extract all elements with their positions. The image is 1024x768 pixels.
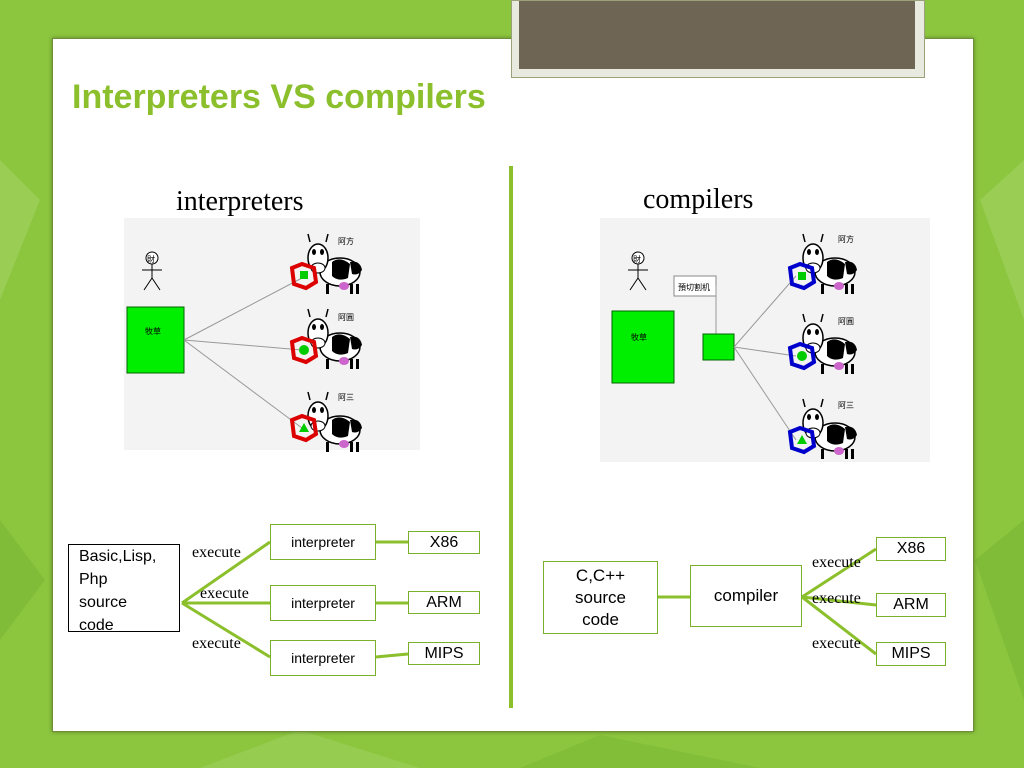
interpreter-source-box: Basic,Lisp, Php source code bbox=[68, 544, 180, 634]
target-arm: ARM bbox=[876, 593, 946, 617]
execute-label: execute bbox=[812, 590, 861, 607]
grass-block bbox=[611, 310, 675, 384]
slide-title: Interpreters VS compilers bbox=[72, 78, 486, 116]
cow-label: 阿三 bbox=[338, 393, 354, 402]
farmer-label: 財 bbox=[147, 255, 155, 264]
grass-label: 牧草 bbox=[631, 333, 647, 342]
target-x86: X86 bbox=[876, 537, 946, 561]
cow-label: 阿方 bbox=[338, 237, 354, 246]
execute-label: execute bbox=[192, 544, 241, 561]
column-divider bbox=[509, 166, 513, 708]
interpreter-illustration bbox=[124, 218, 420, 453]
machine-label: 預切割机 bbox=[678, 283, 710, 292]
cut-grass-block bbox=[702, 333, 735, 361]
interpreter-box: interpreter bbox=[270, 640, 376, 676]
compiler-flow-lines bbox=[658, 547, 877, 656]
compiler-source-box: C,C++ source code bbox=[543, 561, 658, 634]
header-tab bbox=[511, 0, 925, 78]
interpreter-box: interpreter bbox=[270, 524, 376, 560]
interpreter-box: interpreter bbox=[270, 585, 376, 621]
cow-label: 阿圓 bbox=[338, 313, 354, 322]
compiler-illustration bbox=[600, 218, 930, 462]
target-arm: ARM bbox=[408, 591, 480, 614]
compilers-heading: compilers bbox=[643, 184, 754, 215]
execute-label: execute bbox=[200, 585, 249, 602]
header-tab-fill bbox=[519, 1, 915, 69]
interpreter-flow-lines bbox=[181, 540, 409, 659]
compiler-box: compiler bbox=[690, 565, 802, 627]
target-mips: MIPS bbox=[408, 642, 480, 665]
cow-label: 阿圓 bbox=[838, 317, 854, 326]
grass-label: 牧草 bbox=[145, 327, 161, 336]
farmer-label: 財 bbox=[633, 255, 641, 264]
cow-label: 阿三 bbox=[838, 401, 854, 410]
execute-label: execute bbox=[192, 635, 241, 652]
target-mips: MIPS bbox=[876, 642, 946, 666]
grass-block bbox=[126, 306, 185, 374]
target-x86: X86 bbox=[408, 531, 480, 554]
execute-label: execute bbox=[812, 635, 861, 652]
execute-label: execute bbox=[812, 554, 861, 571]
cow-label: 阿方 bbox=[838, 235, 854, 244]
interpreters-heading: interpreters bbox=[176, 186, 304, 217]
